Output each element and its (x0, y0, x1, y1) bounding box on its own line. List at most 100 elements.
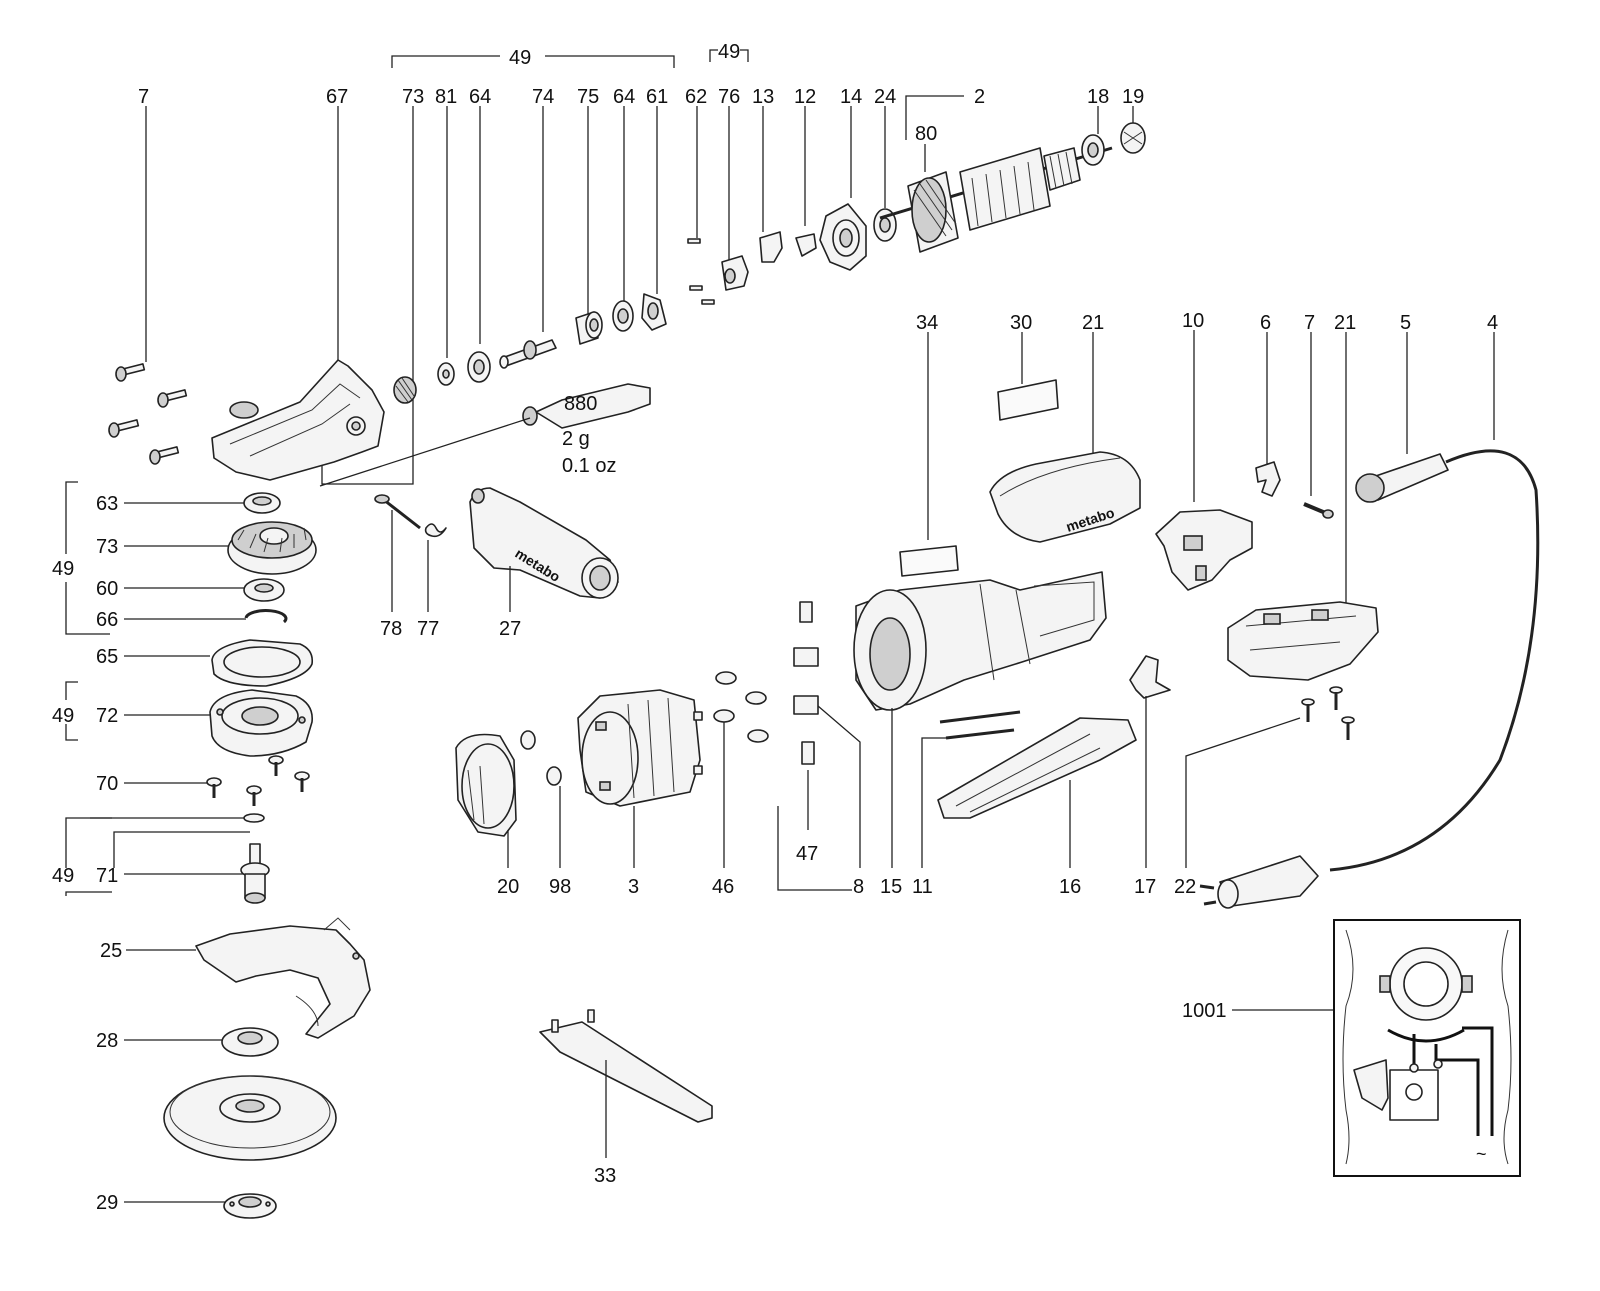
output-spindle (240, 843, 270, 904)
part-label-25: 25 (100, 940, 122, 962)
part-label-61: 61 (646, 86, 668, 108)
part-label-65: 65 (96, 646, 118, 668)
part-label-70: 70 (96, 773, 118, 795)
screw-part (1303, 502, 1334, 519)
cable-sleeve (713, 671, 769, 743)
part-label-49: 49 (52, 558, 74, 580)
part-label-6: 6 (1260, 312, 1271, 334)
part-label-77: 77 (417, 618, 439, 640)
part-label-14: 14 (840, 86, 862, 108)
stator (577, 689, 703, 807)
left-column-labels: 49 63 73 60 66 65 49 72 70 49 71 25 28 2… (52, 481, 250, 1214)
part-label-71: 71 (96, 865, 118, 887)
part-label-73: 73 (96, 536, 118, 558)
part-label-74: 74 (532, 86, 554, 108)
part-label-2: 2 (974, 86, 985, 108)
spring (424, 523, 447, 538)
part-label-66: 66 (96, 609, 118, 631)
retaining-ring (244, 609, 288, 624)
switch-clip (1129, 655, 1171, 699)
part-label-72: 72 (96, 705, 118, 727)
screw-part (294, 771, 310, 792)
screw-part (206, 777, 222, 798)
o-ring (520, 730, 536, 750)
part-label-15: 15 (880, 876, 902, 898)
screw-part (268, 755, 284, 776)
shaft-assembly-parts (108, 122, 1146, 481)
brush-holder (793, 695, 819, 715)
carbon-brush (799, 601, 813, 623)
part-label-49: 49 (52, 865, 74, 887)
washer (243, 813, 265, 823)
part-label-63: 63 (96, 493, 118, 515)
carbon-brush (801, 741, 815, 765)
spring-clip (795, 233, 817, 257)
part-label-33: 33 (594, 1165, 616, 1187)
part-label-10: 10 (1182, 310, 1204, 332)
gear-head-housing (211, 359, 385, 481)
part-label-34: 34 (916, 312, 938, 334)
part-label-17: 17 (1134, 876, 1156, 898)
part-label-64: 64 (469, 86, 491, 108)
switch-rod (937, 717, 1137, 819)
wiring-diagram-inset: 1001 ~ (1182, 919, 1521, 1177)
support-flange (221, 1027, 279, 1057)
side-handle: metabo (469, 487, 619, 599)
part-label-21: 21 (1334, 312, 1356, 334)
part-label-98: 98 (549, 876, 571, 898)
part-label-13: 13 (752, 86, 774, 108)
pin-spanner: 33 (539, 1009, 713, 1187)
drive-spindle (499, 339, 557, 369)
ac-symbol: ~ (1476, 1144, 1487, 1164)
bearing-plate (641, 293, 667, 331)
part-label-30: 30 (1010, 312, 1032, 334)
part-label-67: 67 (326, 86, 348, 108)
grease-quantity-grams: 2 g (562, 428, 590, 450)
part-label-49: 49 (718, 41, 740, 63)
left-column-parts (163, 492, 371, 1219)
label-group-top-row: 7 67 49 73 81 64 74 75 64 61 49 62 76 13… (138, 41, 1144, 485)
connecting-wire (939, 710, 1021, 740)
part-label-27: 27 (499, 618, 521, 640)
part-label-49: 49 (52, 705, 74, 727)
grease-part-number: 880 (564, 393, 597, 415)
part-label-76: 76 (718, 86, 740, 108)
self-tapping-screw (1329, 686, 1343, 710)
part-label-73: 73 (402, 86, 424, 108)
part-label-3: 3 (628, 876, 639, 898)
grinding-disc (163, 1075, 337, 1161)
part-label-19: 19 (1122, 86, 1144, 108)
part-label-18: 18 (1087, 86, 1109, 108)
bearing-flange (209, 689, 313, 757)
crown-gear (227, 521, 317, 575)
screw-part (115, 363, 146, 382)
small-screw (687, 238, 715, 305)
part-label-64: 64 (613, 86, 635, 108)
rating-label (899, 545, 959, 577)
screw-part (157, 389, 188, 408)
self-tapping-screw (1301, 698, 1315, 722)
part-label-12: 12 (794, 86, 816, 108)
screw-part (108, 419, 140, 438)
part-label-46: 46 (712, 876, 734, 898)
part-label-47: 47 (796, 843, 818, 865)
locking-pin (374, 494, 421, 530)
part-label-80: 80 (915, 123, 937, 145)
grease-quantity-ounces: 0.1 oz (562, 455, 616, 477)
needle-bearing (575, 311, 603, 345)
part-label-7: 7 (138, 86, 149, 108)
part-label-81: 81 (435, 86, 457, 108)
top-cover: metabo (989, 451, 1141, 543)
o-ring (546, 766, 562, 786)
brush-holder-clip (759, 231, 783, 263)
upper-right-parts: metabo 22 (899, 379, 1540, 909)
part-label-11: 11 (912, 876, 933, 898)
part-label-49: 49 (509, 47, 531, 69)
part-label-28: 28 (96, 1030, 118, 1052)
part-label-1001: 1001 (1182, 1000, 1227, 1022)
electronic-switch (1155, 509, 1253, 591)
part-label-22: 22 (1174, 876, 1196, 898)
bearing-flange (819, 203, 867, 271)
part-label-75: 75 (577, 86, 599, 108)
motor-housing (853, 571, 1107, 711)
